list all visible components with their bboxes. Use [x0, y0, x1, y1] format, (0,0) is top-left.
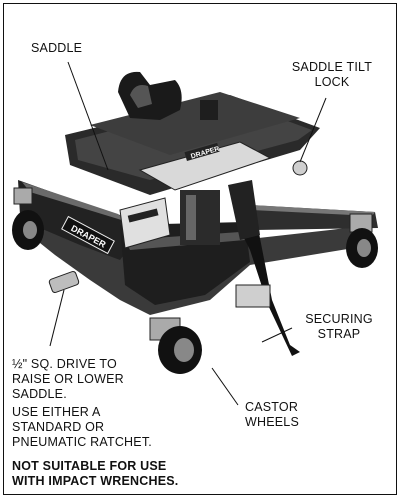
- castor-wheel-right: [346, 213, 378, 268]
- label-drive-line3: SADDLE.: [12, 387, 67, 401]
- label-ratchet-line1: USE EITHER A: [12, 405, 101, 419]
- saddle-leader: [67, 61, 109, 171]
- label-castor-wheels-line1: CASTOR: [245, 400, 299, 414]
- label-saddle: SADDLE: [31, 41, 83, 55]
- castor-wheel-front: [149, 317, 202, 374]
- label-securing-strap-line1: SECURING: [305, 312, 373, 326]
- label-drive-line1: ½" SQ. DRIVE TO: [12, 357, 117, 371]
- label-warning-line2: WITH IMPACT WRENCHES.: [12, 474, 179, 488]
- label-ratchet: USE EITHER A STANDARD OR PNEUMATIC RATCH…: [12, 405, 152, 450]
- drive-leader: [49, 289, 65, 347]
- label-warning-line1: NOT SUITABLE FOR USE: [12, 459, 167, 473]
- label-ratchet-line3: PNEUMATIC RATCHET.: [12, 435, 152, 449]
- label-ratchet-line2: STANDARD OR: [12, 420, 105, 434]
- label-securing-strap: SECURING STRAP: [300, 312, 378, 342]
- side-plate: [119, 197, 171, 249]
- tilt-lock-knob: [292, 160, 308, 176]
- label-warning: NOT SUITABLE FOR USE WITH IMPACT WRENCHE…: [12, 459, 178, 489]
- strap-leader: [261, 327, 293, 343]
- castor-wheel-left: [12, 187, 44, 250]
- label-castor-wheels-line2: WHEELS: [245, 415, 299, 429]
- label-saddle-tilt-lock: SADDLE TILT LOCK: [278, 60, 386, 90]
- label-drive-line2: RAISE OR LOWER: [12, 372, 124, 386]
- label-saddle-tilt-lock-line2: LOCK: [314, 75, 350, 89]
- label-securing-strap-line2: STRAP: [317, 327, 361, 341]
- label-drive: ½" SQ. DRIVE TO RAISE OR LOWER SADDLE.: [12, 357, 124, 402]
- tilt-lock-leader: [299, 97, 327, 163]
- label-castor-wheels: CASTOR WHEELS: [245, 400, 299, 430]
- draper-logo-plate: [61, 215, 115, 255]
- label-saddle-tilt-lock-line1: SADDLE TILT: [291, 60, 373, 74]
- castor-leader: [211, 367, 239, 406]
- drive-socket: [48, 270, 80, 294]
